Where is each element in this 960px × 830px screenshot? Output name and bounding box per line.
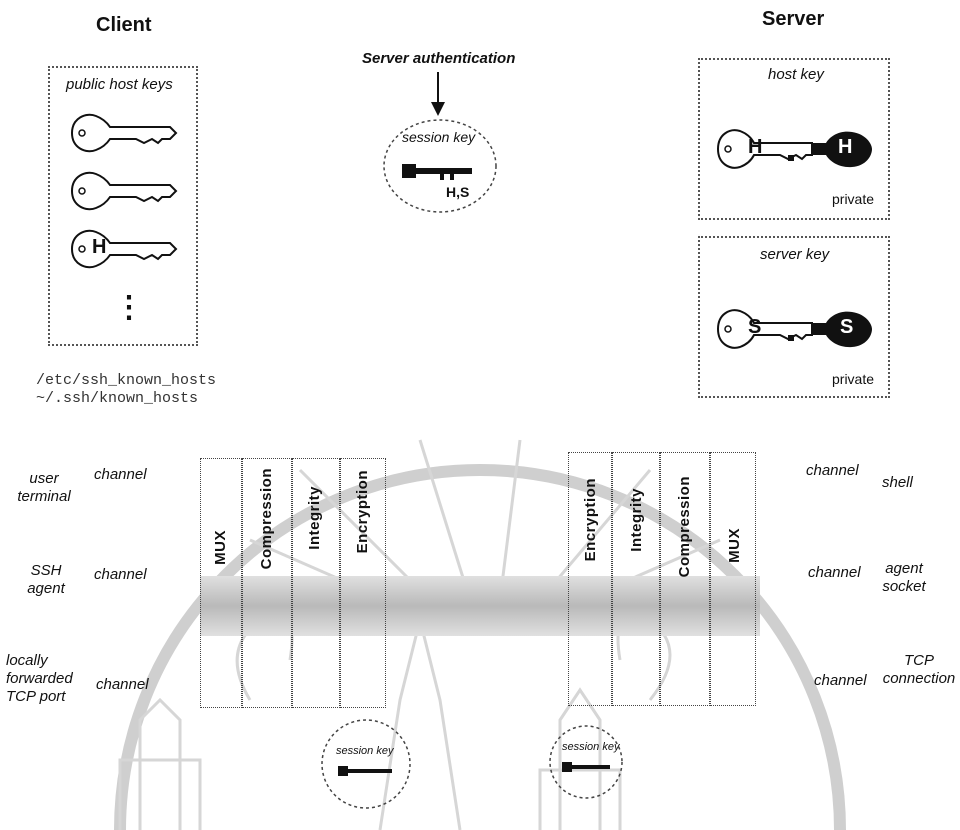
server-key-private-letter: S — [840, 316, 853, 339]
host-key-letter: H — [92, 236, 106, 259]
target-channel-1: channel — [806, 462, 859, 480]
source-forwarded-tcp-port: locally forwarded TCP port — [6, 652, 88, 706]
client-session-key-circle — [318, 716, 414, 812]
source-channel-1: channel — [94, 466, 147, 484]
server-key-private-label: private — [832, 370, 874, 388]
client-session-key-label: session key — [336, 742, 393, 760]
client-pipeline-label-encryption: Encryption — [354, 470, 371, 553]
key-icon — [70, 168, 180, 214]
client-pipeline-label-integrity: Integrity — [306, 486, 323, 550]
session-key-letters: H,S — [446, 184, 469, 200]
public-host-keys-label: public host keys — [66, 76, 173, 94]
server-title: Server — [762, 8, 824, 31]
server-key-label: server key — [760, 246, 829, 264]
session-key-icon — [562, 762, 610, 772]
source-ssh-agent: SSH agent — [22, 562, 70, 598]
source-channel-2: channel — [94, 566, 147, 584]
session-key-label: session key — [402, 128, 475, 146]
target-shell: shell — [882, 474, 913, 492]
client-title: Client — [96, 14, 152, 37]
target-tcp-connection: TCP connection — [880, 652, 958, 688]
server-pipeline-label-mux: MUX — [726, 528, 743, 563]
down-arrow-icon — [428, 72, 448, 116]
server-key-letter: S — [748, 316, 761, 339]
host-key-letter: H — [748, 136, 762, 159]
target-agent-socket: agent socket — [876, 560, 932, 596]
server-pipeline-label-integrity: Integrity — [628, 488, 645, 552]
server-pipeline-mux — [710, 452, 756, 706]
host-key-private-label: private — [832, 190, 874, 208]
server-session-key-circle — [546, 722, 626, 802]
target-channel-2: channel — [808, 564, 861, 582]
server-authentication-label: Server authentication — [362, 50, 515, 68]
source-channel-3: channel — [96, 676, 149, 694]
server-session-key-label: session key — [562, 738, 619, 756]
session-key-icon — [402, 164, 472, 180]
key-icon — [70, 110, 180, 156]
client-pipeline-label-mux: MUX — [212, 530, 229, 565]
server-pipeline-label-encryption: Encryption — [582, 478, 599, 561]
target-channel-3: channel — [814, 672, 867, 690]
more-keys-ellipsis: ⋮ — [114, 290, 144, 325]
host-key-label: host key — [768, 66, 824, 84]
source-user-terminal: user terminal — [14, 470, 74, 506]
known-hosts-file-2: ~/.ssh/known_hosts — [36, 390, 198, 408]
client-pipeline-label-compression: Compression — [258, 468, 275, 569]
known-hosts-file-1: /etc/ssh_known_hosts — [36, 372, 216, 390]
key-icon — [70, 226, 180, 272]
host-key-private-letter: H — [838, 136, 852, 159]
server-pipeline-label-compression: Compression — [676, 476, 693, 577]
client-pipeline-mux — [200, 458, 242, 708]
session-key-icon — [338, 766, 392, 776]
